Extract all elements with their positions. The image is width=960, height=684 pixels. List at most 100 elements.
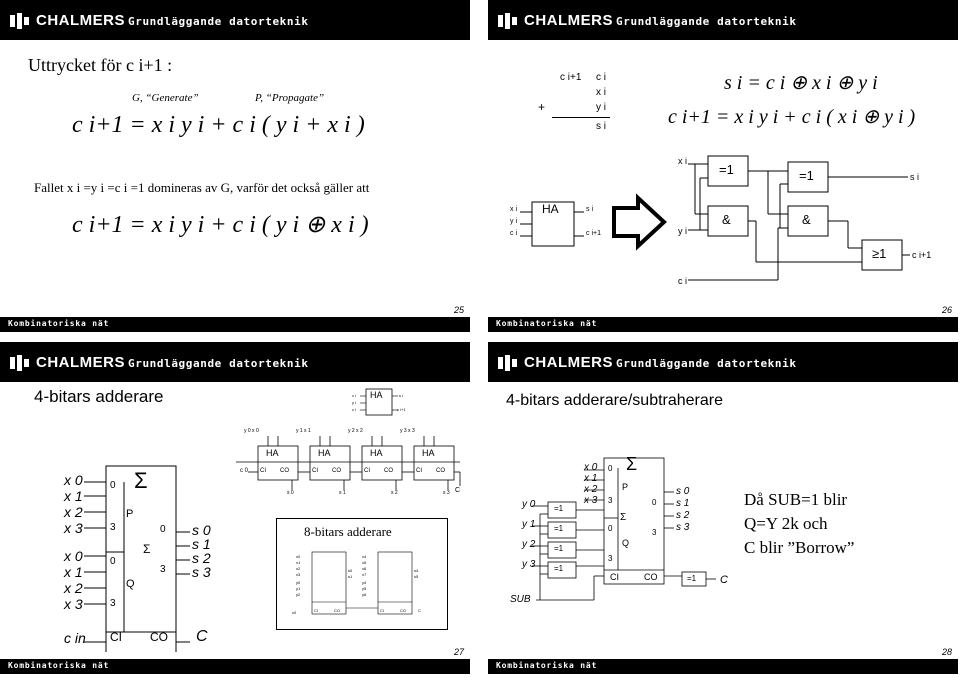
chain-carry: C: [455, 487, 461, 494]
svg-text:CI: CI: [380, 608, 384, 613]
addition-y: y i: [596, 102, 606, 113]
footer-label: Kombinatoriska nät: [8, 661, 110, 670]
chain-input-0: y 0 x 0: [244, 428, 259, 434]
xor-0: =1: [554, 504, 564, 513]
footer-label: Kombinatoriska nät: [8, 319, 110, 328]
statement-text: Fallet x i =y i =c i =1 domineras av G, …: [34, 180, 370, 195]
x-input-0: x 0: [584, 462, 598, 473]
logo-text: CHALMERS: [524, 354, 613, 371]
p-bit0: 0: [608, 464, 613, 473]
svg-text:s0: s0: [348, 568, 353, 573]
equation-sum: s i = c i ⊕ x i ⊕ y i: [724, 72, 878, 94]
ha-in-y: y i: [510, 218, 517, 225]
chain-co-3: CO: [436, 468, 445, 474]
svg-text:c0: c0: [292, 610, 297, 615]
footer-label: Kombinatoriska nät: [496, 661, 598, 670]
chain-c0: c 0: [240, 468, 249, 474]
svg-text:x3: x3: [296, 572, 301, 577]
svg-text:y2: y2: [296, 592, 301, 597]
svg-text:y5: y5: [362, 586, 367, 591]
svg-text:x1: x1: [296, 560, 301, 565]
ha-in-c: c i: [510, 230, 517, 237]
ha-out-c: c i+1: [586, 230, 601, 237]
slide-header: CHALMERS Grundläggande datorteknik: [488, 0, 958, 40]
xor-2: =1: [554, 544, 564, 553]
adder-out-s0: s 0: [192, 522, 211, 538]
chain-co-0: CO: [280, 468, 289, 474]
adder-subtractor-diagram: [532, 457, 716, 601]
chalmers-logo: CHALMERS: [498, 354, 613, 371]
chain-block-1: HA: [318, 448, 331, 458]
chain-block-0: HA: [266, 448, 279, 458]
x-input-3: x 3: [584, 495, 598, 506]
svg-text:s5: s5: [414, 574, 419, 579]
adder-out-s2: s 2: [192, 550, 211, 566]
chain-ci-2: CI: [364, 468, 370, 474]
out-s2: s 2: [676, 510, 690, 521]
sub-label: SUB: [510, 594, 531, 605]
chalmers-logo-icon: [498, 354, 517, 371]
svg-text:x2: x2: [296, 566, 301, 571]
adder-q-x1: x 1: [64, 564, 83, 580]
page-number: 27: [453, 647, 464, 657]
equation-carry: c i+1 = x i y i + c i ( x i ⊕ y i ): [668, 106, 916, 128]
svg-text:C: C: [418, 608, 421, 613]
q-bit0: 0: [608, 524, 613, 533]
adder-q-label: Q: [126, 578, 135, 590]
adder-out-s3: s 3: [192, 564, 211, 580]
gate-or: ≥1: [872, 246, 887, 261]
adder-p-label: P: [126, 508, 134, 520]
slide-footer: Kombinatoriska nät: [488, 317, 958, 332]
ha-label: HA: [542, 202, 559, 216]
adder-q-x0: x 0: [64, 548, 83, 564]
chalmers-logo-icon: [10, 12, 29, 29]
adder-sigma-small: Σ: [143, 542, 151, 556]
p-label: P: [622, 482, 629, 492]
chalmers-logo: CHALMERS: [10, 12, 125, 29]
y-input-2: y 2: [522, 539, 536, 550]
adder-p-x0: x 0: [64, 472, 83, 488]
adder-block-diagram: [84, 465, 190, 652]
chain-input-1: y 1 x 1: [296, 428, 311, 434]
chain-input-2: y 2 x 2: [348, 428, 363, 434]
logo-text: CHALMERS: [36, 12, 125, 29]
slide-header: CHALMERS Grundläggande datorteknik: [0, 0, 470, 40]
mini-ha-in-y: y i: [352, 400, 356, 405]
x-input-2: x 2: [584, 484, 598, 495]
addition-sum: s i: [596, 121, 606, 132]
page-number: 26: [941, 305, 952, 315]
svg-text:CO: CO: [400, 608, 406, 613]
half-adder-diagram: [520, 155, 910, 281]
equation-carry-xor: c i+1 = x i y i + c i ( y i ⊕ x i ): [72, 212, 369, 238]
svg-text:x7: x7: [362, 572, 367, 577]
slide-27: CHALMERS Grundläggande datorteknik 4-bit…: [0, 342, 470, 674]
co-label: CO: [644, 572, 658, 582]
ci-label: CI: [610, 572, 619, 582]
svg-text:y6: y6: [362, 592, 367, 597]
slide-28: CHALMERS Grundläggande datorteknik 4-bit…: [488, 342, 958, 674]
chalmers-logo-icon: [10, 354, 29, 371]
chain-sum-3: s 3: [443, 490, 450, 496]
equation-carry: c i+1 = x i y i + c i ( y i + x i ): [72, 112, 365, 138]
svg-text:x0: x0: [296, 554, 301, 559]
chalmers-logo: CHALMERS: [498, 12, 613, 29]
signal-y: y i: [678, 226, 687, 236]
svg-text:y4: y4: [362, 580, 367, 585]
footer-label: Kombinatoriska nät: [496, 319, 598, 328]
adder-p-x2: x 2: [64, 504, 83, 520]
out-bit0: 0: [652, 498, 657, 507]
cout-xor: =1: [687, 574, 697, 583]
mini-ha-out-c: c i+1: [397, 407, 406, 412]
chain-input-3: y 3 x 3: [400, 428, 415, 434]
adder-q-x2: x 2: [64, 580, 83, 596]
course-title: Grundläggande datorteknik: [128, 15, 309, 28]
chain-co-2: CO: [384, 468, 393, 474]
logo-text: CHALMERS: [36, 354, 125, 371]
x-input-1: x 1: [584, 473, 598, 484]
gate-and-1: &: [722, 212, 731, 227]
slide-26: CHALMERS Grundläggande datorteknik + c i…: [488, 0, 958, 332]
generate-label: G, “Generate”: [132, 92, 199, 104]
adder-co: CO: [150, 630, 168, 644]
cout-label: C: [720, 574, 728, 586]
adder-cout: C: [196, 628, 208, 645]
